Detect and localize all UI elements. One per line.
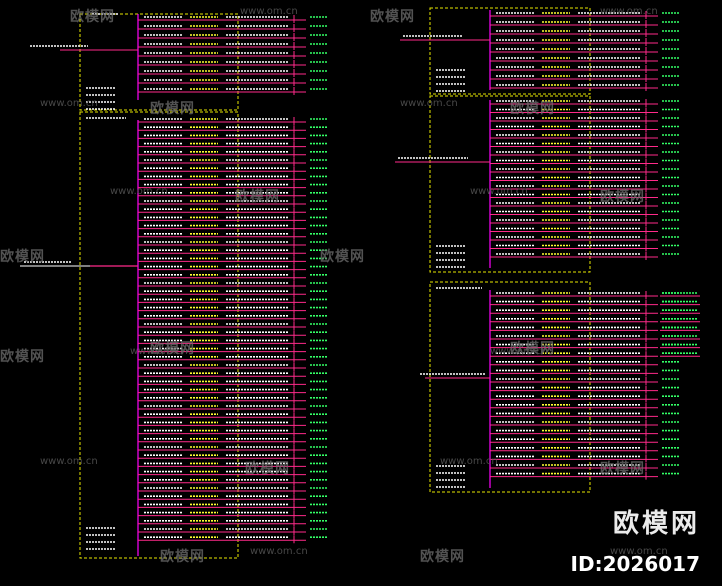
watermark-url: www.om.cn (600, 6, 658, 17)
watermark-tile: 欧模网 (0, 349, 45, 365)
watermark-url: www.om.cn (240, 6, 298, 17)
watermark-url: www.om.cn (440, 456, 498, 467)
watermark-url: www.om.cn (400, 98, 458, 109)
watermark-tile: 欧模网 (0, 249, 45, 265)
watermark-tile: 欧模网 (160, 549, 205, 565)
watermark-url: www.om.cn (110, 186, 168, 197)
watermark-url: www.om.cn (130, 346, 188, 357)
watermark-tile: 欧模网 (510, 101, 555, 117)
watermark-tile: 欧模网 (150, 101, 195, 117)
watermark-url: www.om.cn (610, 546, 668, 557)
watermark-tile: 欧模网 (150, 341, 195, 357)
watermark-tile: 欧模网 (510, 341, 555, 357)
watermark-tile: 欧模网 (370, 9, 415, 25)
watermark-tile: 欧模网 (600, 189, 645, 205)
watermark-url: www.om.cn (490, 346, 548, 357)
panel-frame-4 (429, 95, 591, 273)
watermark-tile: 欧模网 (420, 549, 465, 565)
watermark-tile: 欧模网 (320, 249, 365, 265)
watermark-tile: 欧模网 (245, 461, 290, 477)
panel-frame-3 (429, 7, 591, 95)
watermark-id: ID:2026017 (570, 552, 700, 576)
watermark-url: www.om.cn (470, 186, 528, 197)
watermark-brand: 欧模网 (612, 509, 700, 539)
watermark-url: www.om.cn (250, 546, 308, 557)
watermark-tile: 欧模网 (70, 9, 115, 25)
watermark-url: www.om.cn (40, 98, 98, 109)
watermark-tile: 欧模网 (235, 189, 280, 205)
watermark-url: www.om.cn (40, 456, 98, 467)
watermark-tile: 欧模网 (600, 461, 645, 477)
